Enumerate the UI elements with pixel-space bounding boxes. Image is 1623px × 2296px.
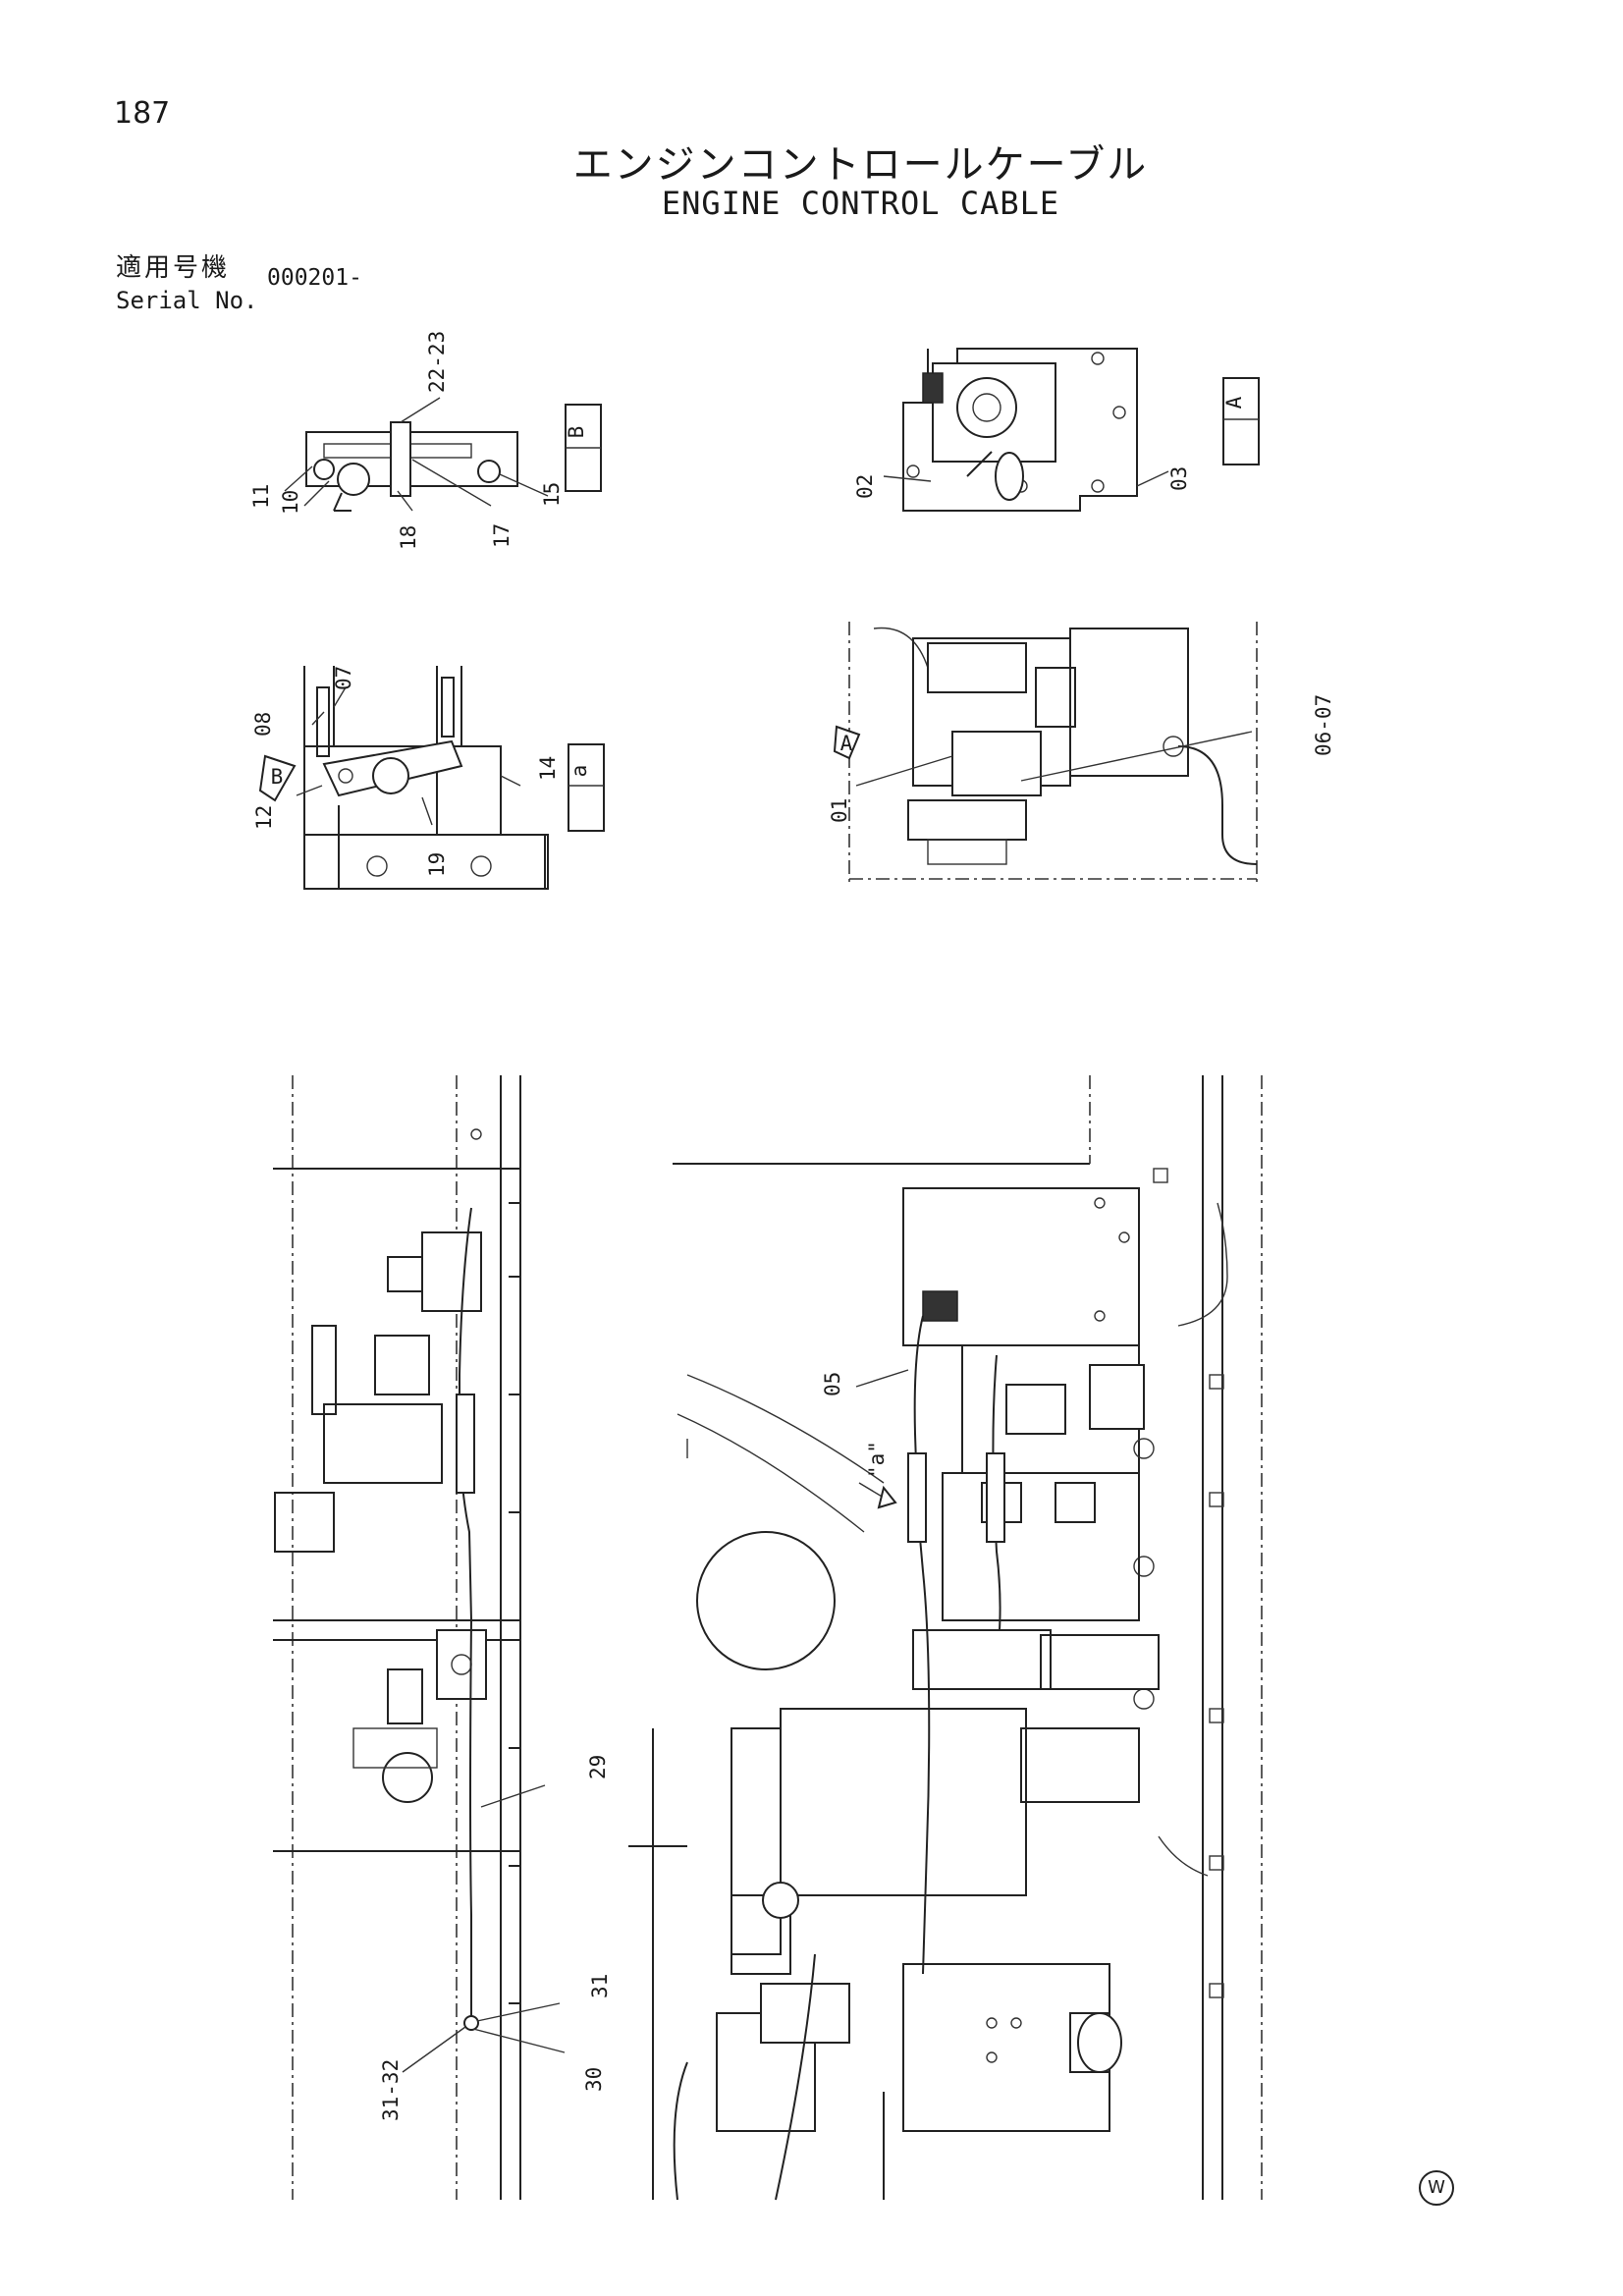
callout-14: 14 bbox=[536, 756, 560, 781]
view-small-a-detail: B a bbox=[258, 666, 605, 890]
callout-02: 02 bbox=[853, 474, 877, 499]
callout-19: 19 bbox=[425, 852, 449, 877]
view-a-box bbox=[1222, 377, 1260, 465]
callout-18: 18 bbox=[397, 525, 420, 550]
main-left-view bbox=[273, 1075, 566, 2200]
view-b-letter: B bbox=[565, 426, 588, 439]
callout-29: 29 bbox=[586, 1755, 610, 1779]
callout-17: 17 bbox=[490, 523, 514, 548]
callout-03: 03 bbox=[1167, 466, 1191, 491]
view-small-a-box bbox=[568, 743, 605, 832]
view-a-detail: A bbox=[883, 348, 1260, 512]
watermark-icon: W bbox=[1419, 2170, 1454, 2206]
serial-label-jp: 適用号機 bbox=[116, 253, 231, 283]
serial-value: 000201- bbox=[267, 265, 362, 291]
callout-31-32: 31-32 bbox=[379, 2059, 403, 2121]
serial-label-en: Serial No. bbox=[116, 287, 258, 314]
view-small-a-letter: a bbox=[568, 765, 591, 778]
callout-12: 12 bbox=[252, 805, 276, 830]
engine-top-detail: A bbox=[833, 622, 1258, 884]
page-title-jp: エンジンコントロールケーブル bbox=[572, 142, 1149, 188]
callout-06-07: 06-07 bbox=[1312, 694, 1335, 756]
callout-22-23: 22-23 bbox=[425, 331, 449, 393]
page-title-en: ENGINE CONTROL CABLE bbox=[661, 185, 1060, 222]
callout-05: 05 bbox=[821, 1372, 844, 1396]
arrow-a-label: A bbox=[840, 732, 853, 755]
main-right-view bbox=[628, 1075, 1263, 2201]
callout-11: 11 bbox=[249, 484, 273, 509]
view-a-letter: A bbox=[1222, 396, 1246, 409]
arrow-b-label: B bbox=[271, 765, 284, 789]
view-b-detail: B bbox=[284, 397, 602, 512]
page-number: 187 bbox=[114, 96, 171, 131]
callout-30: 30 bbox=[582, 2067, 606, 2092]
label-a-quote: "a" bbox=[865, 1441, 889, 1478]
callout-31: 31 bbox=[588, 1974, 612, 1998]
callout-08: 08 bbox=[251, 712, 275, 737]
callout-10: 10 bbox=[279, 490, 302, 515]
callout-15: 15 bbox=[540, 482, 564, 507]
callout-numbers: 22-23 11 10 18 17 15 02 03 07 08 12 19 1… bbox=[249, 331, 1335, 2121]
callout-01: 01 bbox=[828, 798, 851, 823]
callout-07: 07 bbox=[332, 666, 355, 690]
